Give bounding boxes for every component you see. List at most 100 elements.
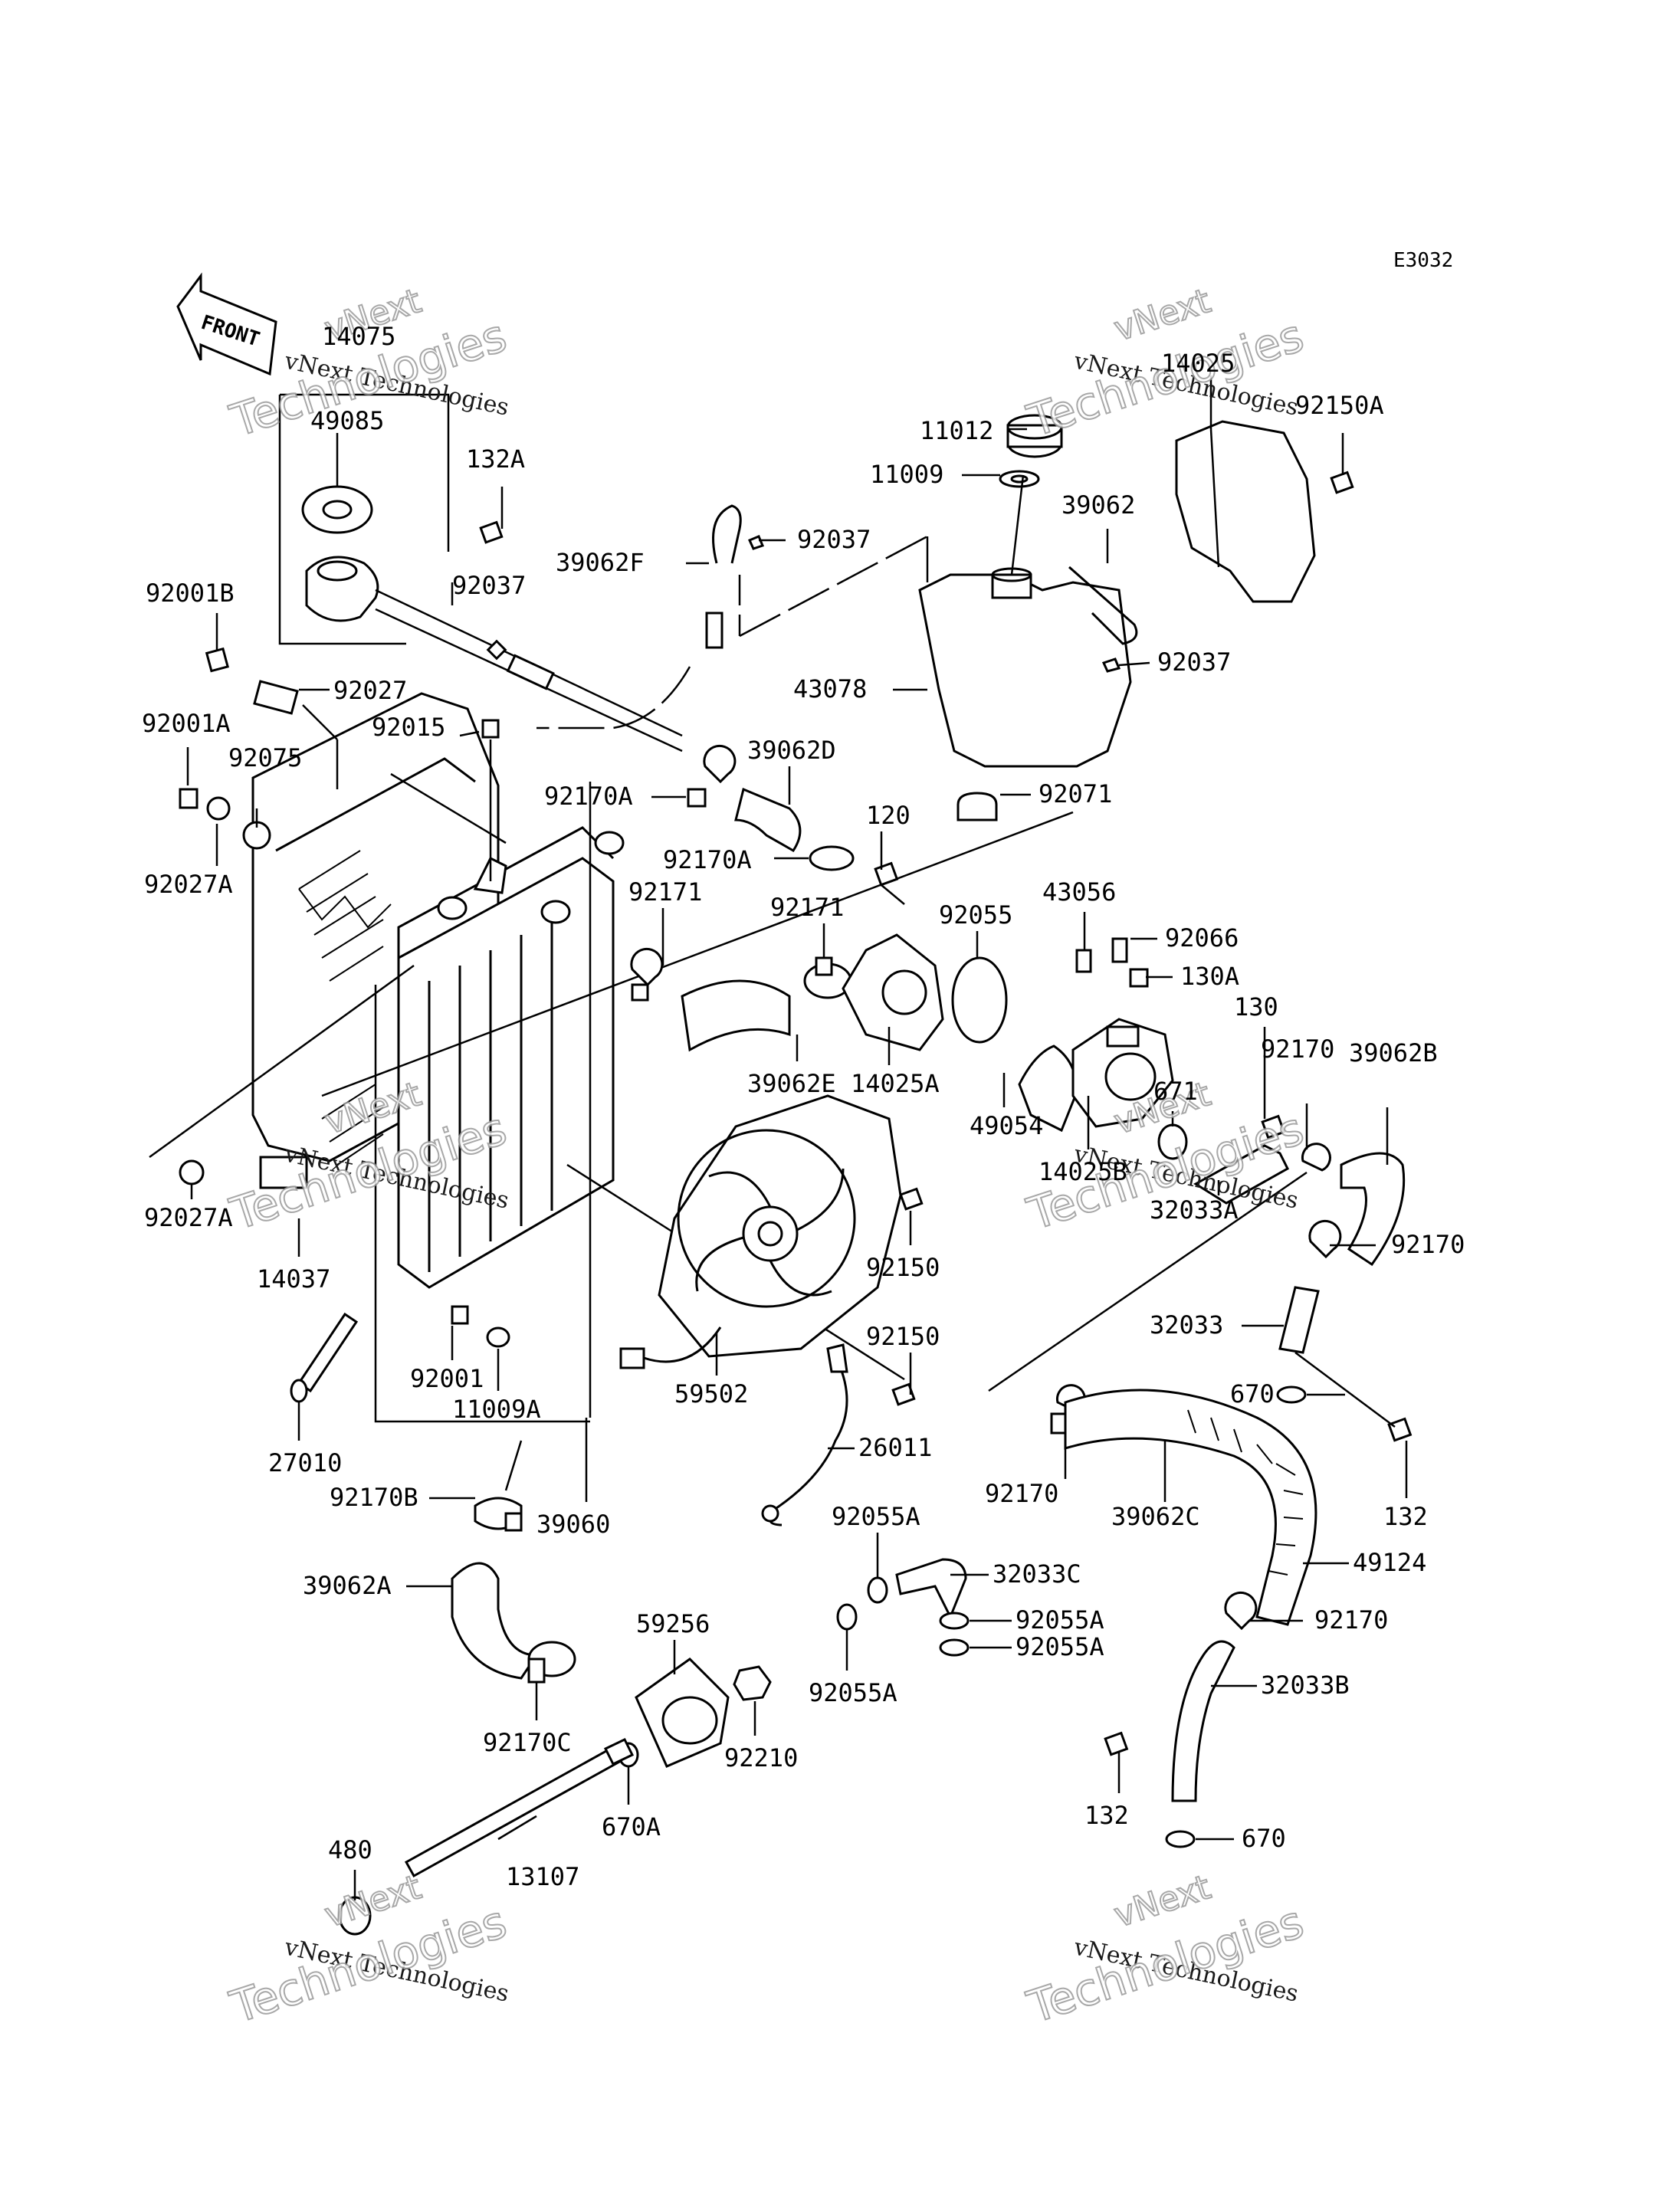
label-92055A-3: 92055A [1016, 1605, 1104, 1635]
label-43056: 43056 [1042, 877, 1116, 907]
label-32033B: 32033B [1261, 1671, 1350, 1700]
label-92037-3: 92037 [1157, 648, 1231, 677]
label-92001: 92001 [410, 1364, 484, 1393]
hose-39062b-icon [1340, 1152, 1406, 1267]
label-132A: 132A [466, 444, 525, 474]
hose-39062a-icon [451, 1562, 539, 1680]
label-92027A: 92027A [144, 870, 233, 899]
radiator-cap-icon [301, 485, 373, 534]
label-43078: 43078 [793, 674, 867, 703]
fan-assembly-group [619, 1094, 924, 1406]
label-39062D: 39062D [747, 736, 836, 765]
label-49085: 49085 [310, 406, 384, 435]
oring-92055-icon [951, 956, 1008, 1044]
pipe-32033-icon [1278, 1286, 1320, 1354]
nut-92210-icon [733, 1665, 772, 1701]
label-92015: 92015 [372, 713, 445, 742]
label-39060: 39060 [536, 1510, 610, 1539]
label-92066: 92066 [1165, 923, 1239, 953]
hose-49124-icon [1064, 1389, 1317, 1626]
part-labels: 14075 49085 132A 92037 92001B 92027 9200… [142, 322, 1465, 1891]
label-13107: 13107 [506, 1862, 579, 1891]
label-92037: 92037 [452, 571, 526, 600]
label-671: 671 [1153, 1077, 1198, 1106]
thermostat-housing-icon [842, 933, 944, 1051]
label-92001A: 92001A [142, 709, 231, 738]
label-11009: 11009 [870, 460, 943, 489]
label-92170-3: 92170 [985, 1479, 1058, 1508]
label-92055A-2: 92055A [809, 1678, 897, 1707]
label-92001B: 92001B [146, 579, 235, 608]
label-39062A: 39062A [303, 1571, 392, 1600]
label-670: 670 [1230, 1379, 1275, 1408]
label-92171-2: 92171 [770, 893, 844, 922]
label-480: 480 [328, 1835, 372, 1864]
label-92170: 92170 [1261, 1035, 1334, 1064]
clamp-92170a-icon [703, 744, 737, 784]
ground-wire-group [761, 1343, 848, 1526]
label-39062E: 39062E [747, 1069, 836, 1098]
label-14025: 14025 [1161, 349, 1235, 378]
cushion-92027-icon [253, 680, 299, 715]
radiator-core-icon [397, 857, 615, 1289]
label-670A: 670A [602, 1812, 661, 1841]
label-11009A: 11009A [452, 1395, 541, 1424]
label-39062F: 39062F [556, 548, 645, 577]
label-92055A: 92055A [832, 1502, 920, 1531]
label-14037: 14037 [257, 1264, 330, 1294]
small-parts-left [179, 647, 1078, 1532]
label-130A: 130A [1180, 962, 1239, 991]
label-92171: 92171 [628, 877, 702, 907]
label-49054: 49054 [970, 1111, 1043, 1140]
label-92150A: 92150A [1295, 391, 1384, 420]
reservoir-tank-icon [918, 573, 1132, 768]
label-32033C: 32033C [993, 1559, 1081, 1589]
thermostat-housing-14025b-icon [1071, 1018, 1174, 1128]
watermark-bottom-right: vNext vNext Technologies Technologies [1020, 1867, 1310, 2034]
label-92150-2: 92150 [866, 1322, 940, 1351]
label-92170A-2: 92170A [663, 845, 752, 874]
label-92027A-2: 92027A [144, 1203, 233, 1232]
label-92037-2: 92037 [797, 525, 871, 554]
label-130: 130 [1234, 992, 1278, 1021]
label-39062: 39062 [1061, 490, 1135, 520]
pipe-32033b-icon [1171, 1640, 1235, 1802]
overflow-hose-group [536, 504, 929, 730]
label-92071: 92071 [1039, 779, 1112, 808]
label-32033A: 32033A [1150, 1195, 1239, 1225]
front-arrow-icon: FRONT [176, 272, 277, 376]
label-670-2: 670 [1242, 1824, 1286, 1853]
grommet-92071-icon [956, 792, 998, 821]
hose-39062e-icon [681, 979, 791, 1052]
label-92150: 92150 [866, 1253, 940, 1282]
label-11012: 11012 [920, 416, 993, 445]
label-92055: 92055 [939, 900, 1012, 930]
label-92170C: 92170C [483, 1728, 572, 1757]
label-132-2: 132 [1084, 1801, 1129, 1830]
label-14025A: 14025A [851, 1069, 940, 1098]
water-pump-group [338, 1562, 772, 1936]
label-27010: 27010 [268, 1448, 342, 1477]
filler-neck-group [278, 393, 683, 753]
label-26011: 26011 [858, 1433, 932, 1462]
label-92170-2: 92170 [1391, 1230, 1465, 1259]
diagram-code: E3032 [1393, 249, 1453, 272]
label-49124: 49124 [1353, 1548, 1426, 1577]
hose-sleeve-icon [506, 654, 555, 690]
fan-connector-icon [619, 1347, 645, 1369]
fitting-32033c-icon [895, 1558, 967, 1620]
label-92170-4: 92170 [1314, 1605, 1388, 1635]
label-92055A-4: 92055A [1016, 1632, 1104, 1661]
label-14025B: 14025B [1039, 1157, 1127, 1186]
label-92075: 92075 [228, 743, 302, 772]
fan-switch-27010-icon [297, 1312, 359, 1393]
filler-neck-icon [305, 556, 379, 622]
label-92170A: 92170A [544, 782, 633, 811]
label-59502: 59502 [674, 1379, 748, 1408]
label-59256: 59256 [636, 1609, 710, 1638]
shaft-13107-icon [404, 1745, 623, 1878]
label-39062C: 39062C [1111, 1502, 1200, 1531]
reservoir-tank-group [918, 414, 1138, 821]
label-32033: 32033 [1150, 1310, 1223, 1340]
